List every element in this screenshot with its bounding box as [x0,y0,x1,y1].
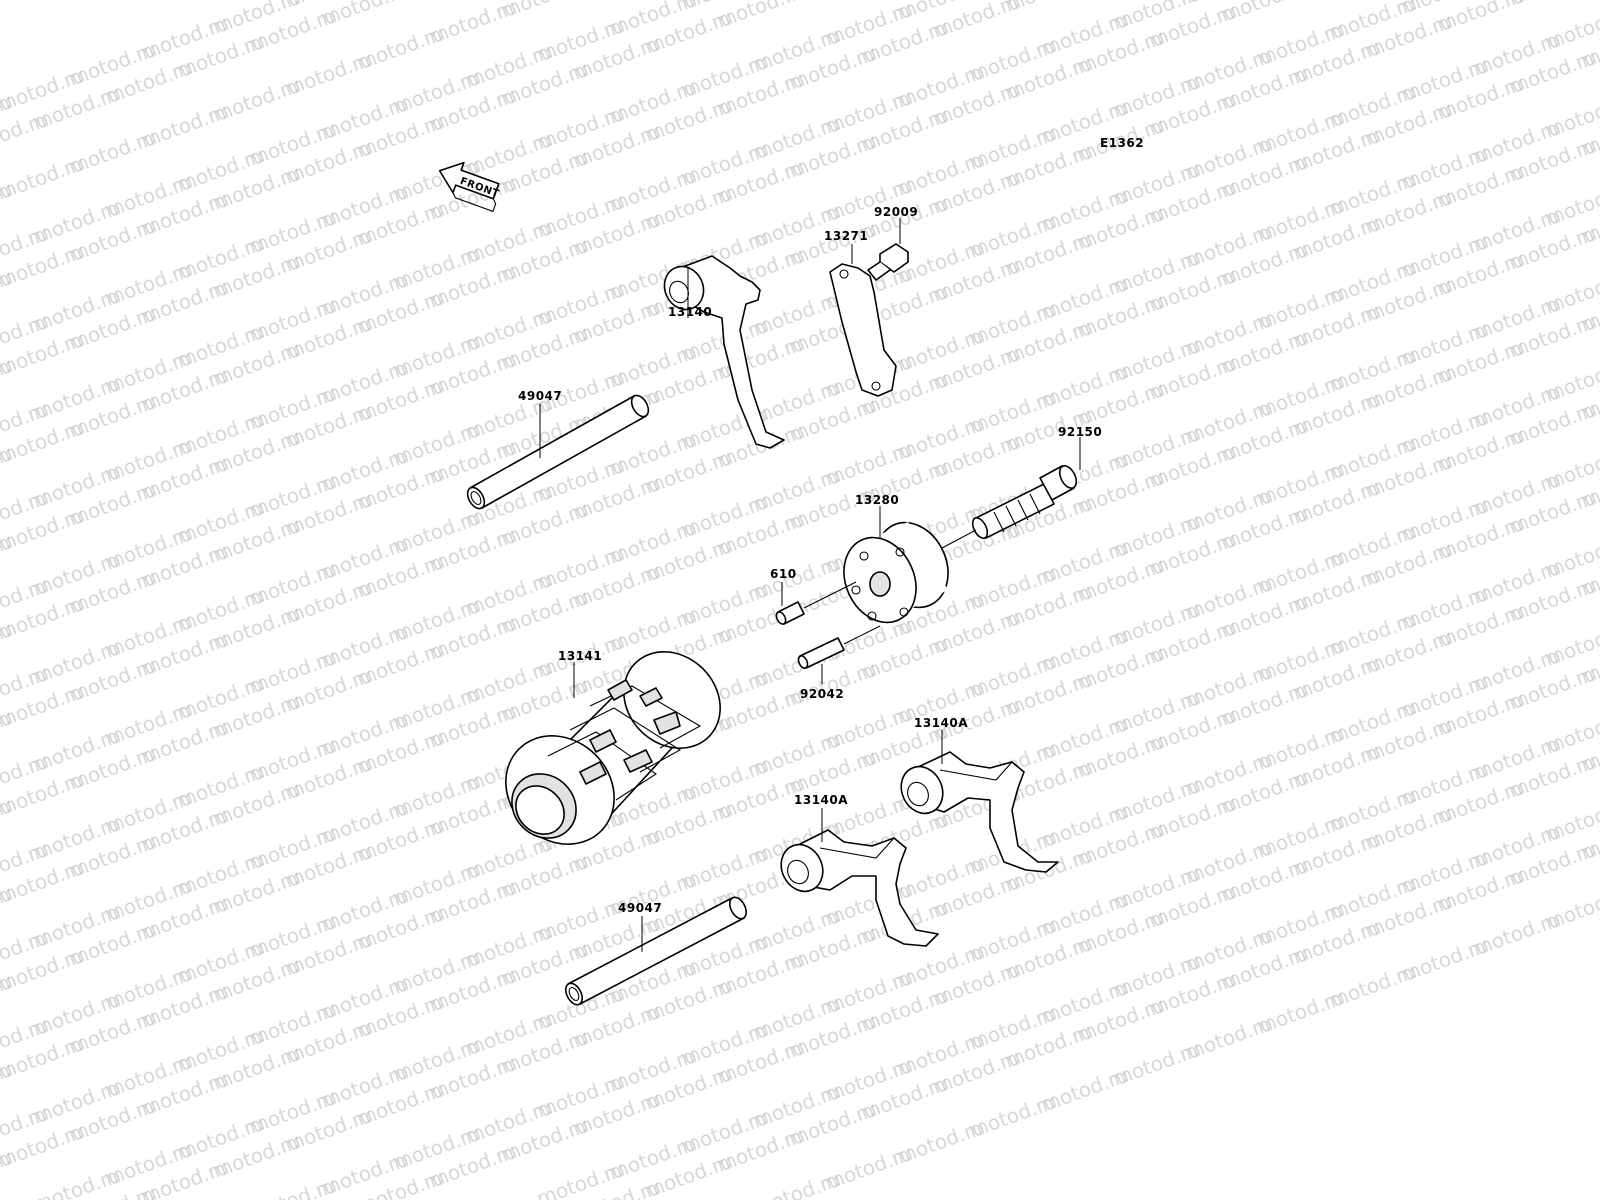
part-label-fork-mid: 13140A [794,793,848,807]
diagram-code: E1362 [1100,136,1144,150]
part-label-screw: 92009 [874,205,918,219]
part-label-pin-92042: 92042 [800,687,844,701]
pin-92042 [797,637,845,669]
part-label-bolt: 92150 [1058,425,1102,439]
part-label-fork-right: 13140A [914,716,968,730]
part-label-cam: 13280 [855,493,899,507]
positioning-plate [829,263,897,397]
shift-rod-bottom [564,896,748,1006]
part-label-fork-top: 13140 [668,305,712,319]
shift-drum [505,651,721,845]
screw [867,243,909,281]
watermark-text: motod.ru [1290,0,1384,1]
part-label-pin-610: 610 [770,567,797,581]
watermark-text: motod.ru [1506,0,1600,11]
part-label-rod-top: 49047 [518,389,562,403]
part-label-plate: 13271 [824,229,868,243]
shift-fork-top [663,255,785,449]
shift-rod-top [466,394,650,510]
watermark-text: motod.ru [498,0,592,23]
pin-610 [775,601,805,625]
watermark-text: motod.ru [786,0,880,7]
shift-fork-mid [780,829,939,947]
shift-cam [843,521,949,624]
watermark-text: motod.ru [1218,0,1312,27]
part-label-rod-bottom: 49047 [618,901,662,915]
watermark-text: motod.ru [390,0,484,5]
cam-bolt [971,465,1078,539]
shift-fork-right [900,751,1059,873]
watermark-text: motod.ru [1002,0,1096,17]
part-label-drum: 13141 [558,649,602,663]
